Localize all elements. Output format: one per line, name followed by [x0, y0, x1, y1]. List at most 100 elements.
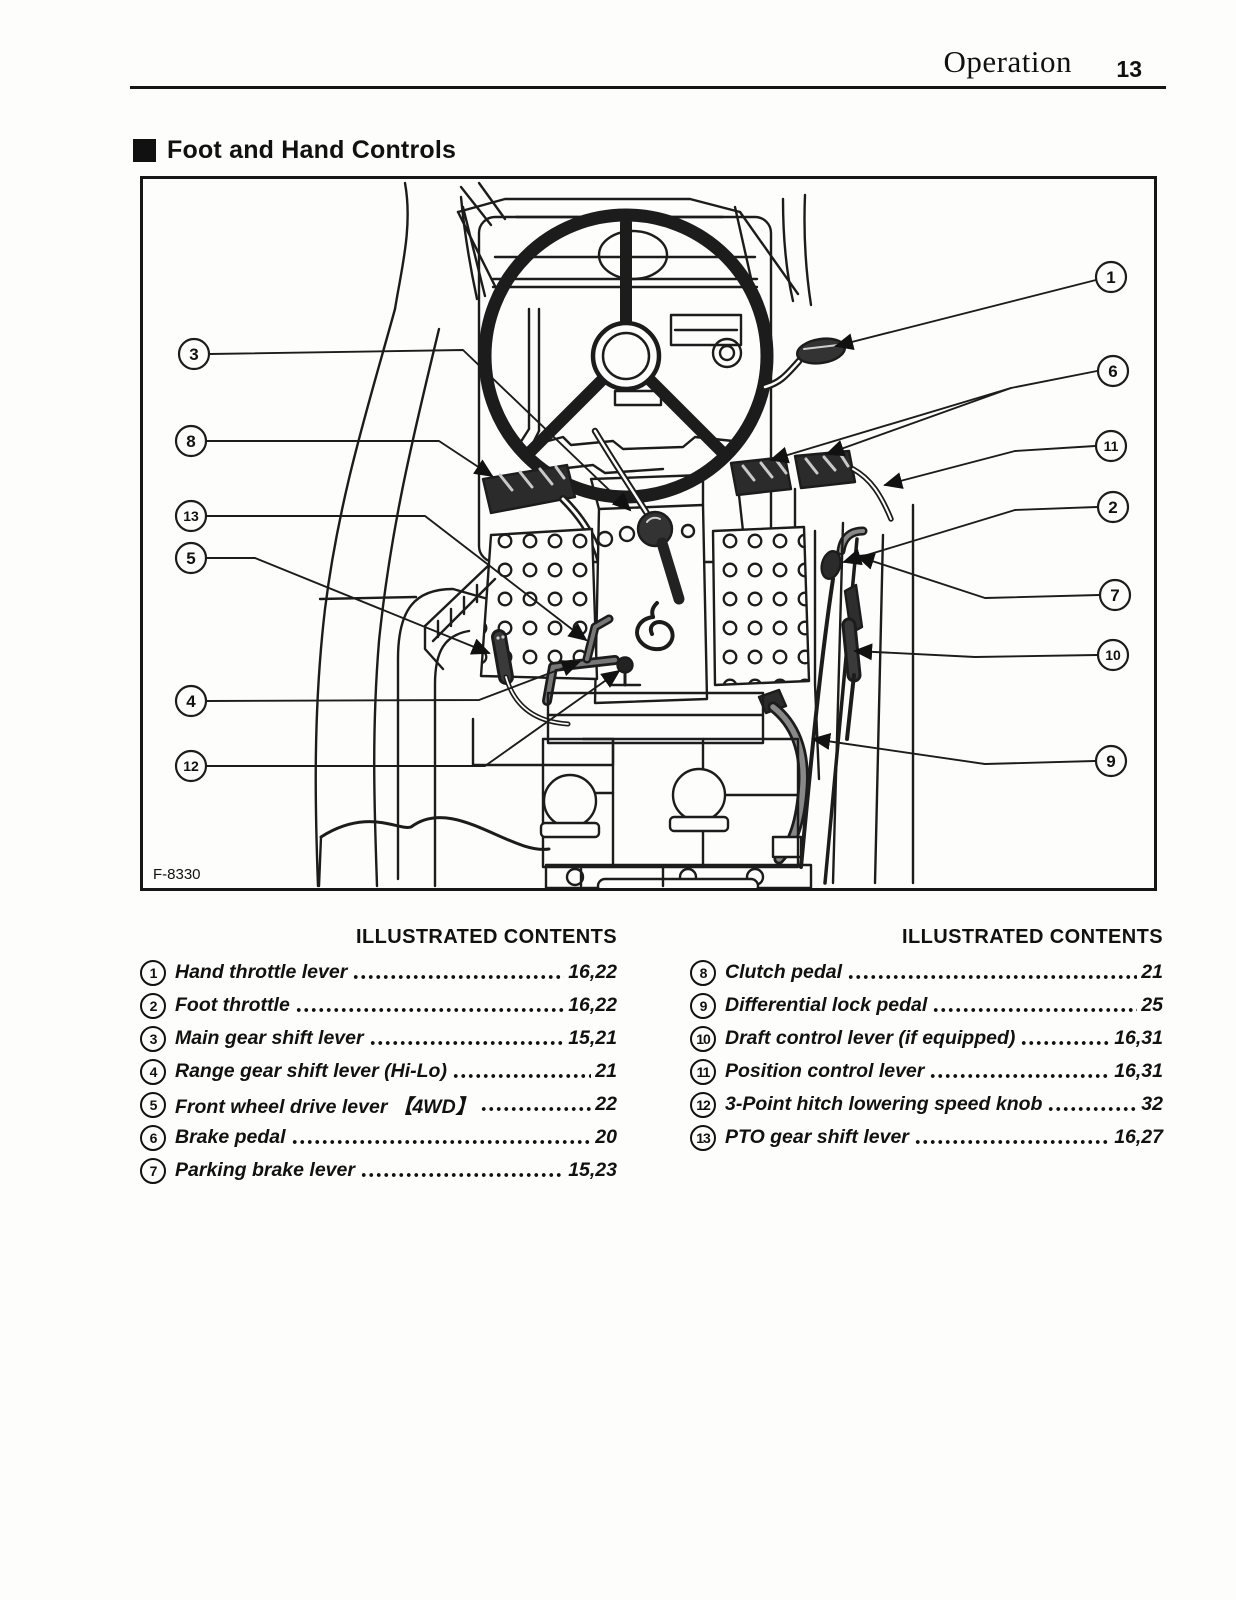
item-number: 10 [690, 1025, 716, 1052]
main-gear-shift-lever [591, 427, 685, 605]
transmission-housing [317, 691, 813, 888]
item-label: Position control lever [725, 1060, 925, 1082]
callout-1: 1 [1094, 260, 1128, 294]
instrument-panel [669, 313, 743, 347]
toc-item-5: 5 Front wheel drive lever 【4WD】 22 [140, 1088, 617, 1121]
steering-wheel [478, 208, 774, 504]
gauge-dial [597, 229, 669, 281]
differential-lock-pedal [757, 688, 809, 865]
section-title: Foot and Hand Controls [167, 136, 457, 164]
toc-item-11: 11 Position control lever 16,31 [690, 1055, 1163, 1088]
svg-text:7: 7 [1110, 586, 1119, 605]
item-number: 11 [690, 1058, 716, 1085]
dot-leader [368, 1040, 565, 1046]
item-label: Main gear shift lever [175, 1027, 364, 1049]
item-number: 6 [140, 1124, 166, 1151]
leader-1 [834, 279, 1097, 351]
item-number: 8 [690, 959, 716, 986]
hand-throttle-lever [761, 337, 846, 391]
leader-2 [842, 506, 1098, 566]
dot-leader [290, 1139, 592, 1145]
item-pages: 16,31 [1114, 1060, 1163, 1082]
brake-pedals [729, 449, 857, 537]
dot-leader [1020, 1040, 1111, 1046]
item-pages: 16,31 [1114, 1027, 1163, 1049]
dot-leader [480, 1106, 592, 1112]
drawbar-hook [635, 601, 675, 652]
page-number: 13 [1116, 56, 1142, 82]
callout-4: 4 [174, 684, 208, 718]
dot-leader [1047, 1106, 1138, 1112]
svg-text:2: 2 [1108, 498, 1117, 517]
leader-6 [1010, 370, 1098, 389]
figure-code: F-8330 [153, 866, 201, 883]
page-title: Operation [943, 44, 1072, 79]
section-bullet-square [133, 139, 156, 162]
leader-12 [205, 669, 621, 767]
item-pages: 22 [595, 1093, 617, 1115]
item-number: 3 [140, 1025, 166, 1052]
dot-leader [913, 1139, 1111, 1145]
leader-3 [208, 349, 632, 512]
item-number: 7 [140, 1157, 166, 1184]
dot-leader [294, 1007, 565, 1013]
item-label: Draft control lever (if equipped) [725, 1027, 1016, 1049]
item-pages: 16,27 [1114, 1126, 1163, 1148]
svg-text:4: 4 [186, 692, 196, 711]
leader-5 [205, 557, 491, 655]
item-label: Hand throttle lever [175, 961, 348, 983]
item-label: 3-Point hitch lowering speed knob [725, 1093, 1043, 1115]
dot-leader [847, 974, 1138, 980]
svg-text:13: 13 [183, 508, 199, 524]
controls-illustration: 3 8 13 5 4 12 1 6 11 2 7 10 9 F-8330 [153, 181, 1132, 888]
position-control-lever [850, 466, 894, 522]
front-wheel-drive-lever [471, 629, 615, 767]
page-header: Operation 13 [130, 44, 1142, 82]
header-rule [130, 86, 1166, 89]
item-number: 12 [690, 1091, 716, 1118]
item-label: Brake pedal [175, 1126, 286, 1148]
callout-8: 8 [174, 424, 208, 458]
svg-text:10: 10 [1105, 647, 1121, 663]
leader-13 [205, 515, 588, 642]
leader-6b [825, 387, 1012, 457]
svg-text:6: 6 [1108, 362, 1117, 381]
callout-13: 13 [174, 499, 208, 533]
dot-leader [352, 974, 565, 980]
hitch-speed-knob [609, 656, 642, 687]
item-number: 1 [140, 959, 166, 986]
dot-leader [932, 1007, 1138, 1013]
toc-item-10: 10 Draft control lever (if equipped) 16,31 [690, 1022, 1163, 1055]
callout-10: 10 [1096, 638, 1130, 672]
svg-text:1: 1 [1106, 268, 1115, 287]
item-label: Differential lock pedal [725, 994, 928, 1016]
pto-gear-shift-lever [582, 614, 614, 664]
item-pages: 15,21 [568, 1027, 617, 1049]
right-floor-plate [711, 525, 811, 687]
item-label: Front wheel drive lever 【4WD】 [175, 1096, 476, 1118]
callout-6: 6 [1096, 354, 1130, 388]
callout-3: 3 [177, 337, 211, 371]
callouts: 3 8 13 5 4 12 1 6 11 2 7 10 9 [174, 260, 1132, 783]
leader-11 [883, 445, 1096, 489]
item-label: Clutch pedal [725, 961, 843, 983]
item-pages: 32 [1141, 1093, 1163, 1115]
callout-2: 2 [1096, 490, 1130, 524]
item-number: 2 [140, 992, 166, 1019]
callout-12: 12 [174, 749, 208, 783]
item-number: 5 [140, 1091, 166, 1118]
section-heading: Foot and Hand Controls [133, 136, 456, 165]
left-fender [314, 307, 490, 888]
item-number: 4 [140, 1058, 166, 1085]
item-pages: 16,22 [568, 994, 617, 1016]
item-number: 9 [690, 992, 716, 1019]
leader-6a [769, 387, 1012, 464]
